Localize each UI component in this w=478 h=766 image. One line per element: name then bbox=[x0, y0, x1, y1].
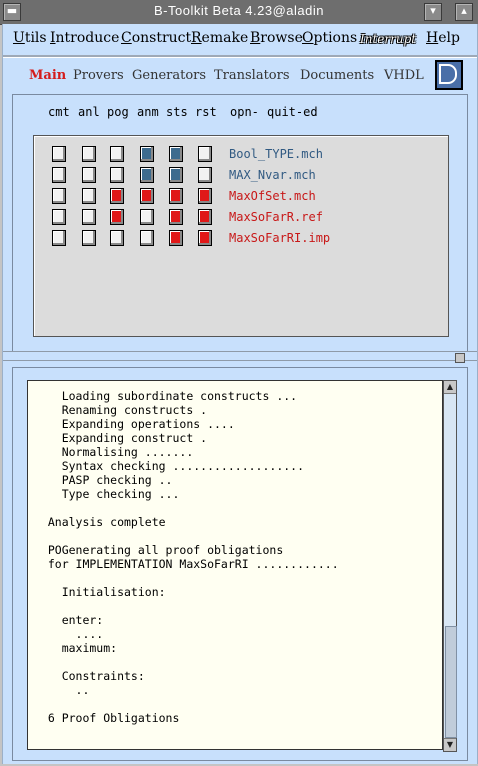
status-cell-anm[interactable] bbox=[140, 209, 154, 225]
log-line: Constraints: bbox=[34, 669, 145, 683]
status-cell-anl[interactable] bbox=[82, 230, 96, 246]
column-opn[interactable]: opn- bbox=[230, 105, 259, 119]
log-line: maximum: bbox=[34, 641, 118, 655]
status-cell-rst[interactable] bbox=[198, 188, 212, 204]
menu-separator bbox=[3, 55, 477, 58]
window-title: B-Toolkit Beta 4.23@aladin bbox=[153, 3, 324, 18]
status-cell-anm[interactable] bbox=[140, 188, 154, 204]
status-cell-rst[interactable] bbox=[198, 209, 212, 225]
minimize-icon: ▾ bbox=[430, 4, 436, 17]
menu-interrupt[interactable]: Interrupt bbox=[360, 32, 417, 46]
maximize-icon: ▴ bbox=[461, 4, 467, 17]
minimize-button[interactable]: ▾ bbox=[424, 3, 442, 21]
maximize-button[interactable]: ▴ bbox=[455, 3, 473, 21]
construct-filename[interactable]: MaxSoFarR.ref bbox=[229, 210, 323, 224]
status-cell-anl[interactable] bbox=[82, 188, 96, 204]
app-body: Utils Introduce Construct Remake Browse … bbox=[2, 24, 478, 764]
status-cell-rst[interactable] bbox=[198, 167, 212, 183]
column-anl[interactable]: anl bbox=[78, 105, 100, 119]
status-cell-pog[interactable] bbox=[110, 230, 124, 246]
status-cell-sts[interactable] bbox=[169, 146, 183, 162]
pane-resize-handle[interactable] bbox=[455, 353, 465, 363]
log-line: 6 Proof Obligations bbox=[34, 711, 180, 725]
menu-introduce[interactable]: Introduce bbox=[50, 30, 120, 46]
btoolkit-logo-icon[interactable] bbox=[435, 60, 463, 90]
status-cell-sts[interactable] bbox=[169, 188, 183, 204]
status-cell-pog[interactable] bbox=[110, 146, 124, 162]
window-menu-button[interactable]: ▬ bbox=[3, 3, 21, 21]
output-log[interactable]: Loading subordinate constructs ... Renam… bbox=[27, 380, 443, 750]
log-line: .. bbox=[34, 683, 90, 697]
column-cmt[interactable]: cmt bbox=[48, 105, 70, 119]
tab-main[interactable]: Main bbox=[29, 68, 67, 83]
status-cell-pog[interactable] bbox=[110, 209, 124, 225]
tab-provers[interactable]: Provers bbox=[73, 68, 124, 83]
menu-help[interactable]: Help bbox=[426, 30, 460, 46]
status-cell-cmt[interactable] bbox=[52, 188, 66, 204]
log-line: Renaming constructs . bbox=[34, 403, 208, 417]
menu-utils[interactable]: Utils bbox=[13, 30, 47, 46]
status-cell-anm[interactable] bbox=[140, 167, 154, 183]
log-line: Loading subordinate constructs ... bbox=[34, 389, 298, 403]
title-bar: ▬ B-Toolkit Beta 4.23@aladin ▾ ▴ bbox=[0, 0, 478, 25]
scroll-down-arrow-icon[interactable]: ▼ bbox=[444, 738, 456, 751]
log-line: Initialisation: bbox=[34, 585, 166, 599]
tab-bar: Main Provers Generators Translators Docu… bbox=[3, 68, 477, 90]
tab-translators[interactable]: Translators bbox=[214, 68, 290, 83]
status-cell-anm[interactable] bbox=[140, 230, 154, 246]
status-cell-rst[interactable] bbox=[198, 230, 212, 246]
status-cell-cmt[interactable] bbox=[52, 209, 66, 225]
construct-filename[interactable]: MaxSoFarRI.imp bbox=[229, 231, 331, 245]
log-line: Type checking ... bbox=[34, 487, 180, 501]
log-line: Expanding operations .... bbox=[34, 417, 235, 431]
log-line: for IMPLEMENTATION MaxSoFarRI ..........… bbox=[34, 557, 339, 571]
log-line: enter: bbox=[34, 613, 104, 627]
column-sts[interactable]: sts bbox=[166, 105, 188, 119]
pane-divider[interactable] bbox=[3, 351, 477, 361]
status-cell-sts[interactable] bbox=[169, 167, 183, 183]
tab-vhdl[interactable]: VHDL bbox=[384, 68, 424, 83]
scroll-up-arrow-icon[interactable]: ▲ bbox=[444, 381, 456, 394]
window-menu-icon: ▬ bbox=[6, 4, 18, 17]
construct-filename[interactable]: MaxOfSet.mch bbox=[229, 189, 316, 203]
status-cell-anl[interactable] bbox=[82, 167, 96, 183]
status-cell-anm[interactable] bbox=[140, 146, 154, 162]
menu-construct[interactable]: Construct bbox=[121, 30, 192, 46]
output-panel: Loading subordinate constructs ... Renam… bbox=[12, 367, 468, 761]
log-line: Syntax checking ................... bbox=[34, 459, 305, 473]
column-quit-ed[interactable]: quit-ed bbox=[267, 105, 318, 119]
status-cell-cmt[interactable] bbox=[52, 230, 66, 246]
menu-browse[interactable]: Browse bbox=[250, 30, 303, 46]
status-cell-anl[interactable] bbox=[82, 146, 96, 162]
status-cell-sts[interactable] bbox=[169, 230, 183, 246]
status-cell-cmt[interactable] bbox=[52, 146, 66, 162]
constructs-panel: cmt anl pog anm sts rst opn- quit-ed Boo… bbox=[12, 94, 468, 352]
log-line: PASP checking .. bbox=[34, 473, 173, 487]
column-anm[interactable]: anm bbox=[137, 105, 159, 119]
log-line: Analysis complete bbox=[34, 515, 166, 529]
column-rst[interactable]: rst bbox=[195, 105, 217, 119]
construct-filename[interactable]: MAX_Nvar.mch bbox=[229, 168, 316, 182]
menu-options[interactable]: Options bbox=[302, 30, 358, 46]
log-line: Expanding construct . bbox=[34, 431, 208, 445]
tab-documents[interactable]: Documents bbox=[300, 68, 375, 83]
construct-filename[interactable]: Bool_TYPE.mch bbox=[229, 147, 323, 161]
column-pog[interactable]: pog bbox=[107, 105, 129, 119]
status-cell-rst[interactable] bbox=[198, 146, 212, 162]
log-line: Normalising ....... bbox=[34, 445, 194, 459]
menu-remake[interactable]: Remake bbox=[191, 30, 249, 46]
log-line: POGenerating all proof obligations bbox=[34, 543, 284, 557]
log-line: .... bbox=[34, 627, 104, 641]
status-cell-pog[interactable] bbox=[110, 188, 124, 204]
tab-generators[interactable]: Generators bbox=[132, 68, 207, 83]
status-cell-sts[interactable] bbox=[169, 209, 183, 225]
output-scrollbar[interactable]: ▲ ▼ bbox=[443, 380, 457, 752]
scroll-thumb[interactable] bbox=[445, 626, 457, 738]
status-cell-pog[interactable] bbox=[110, 167, 124, 183]
status-cell-anl[interactable] bbox=[82, 209, 96, 225]
status-cell-cmt[interactable] bbox=[52, 167, 66, 183]
